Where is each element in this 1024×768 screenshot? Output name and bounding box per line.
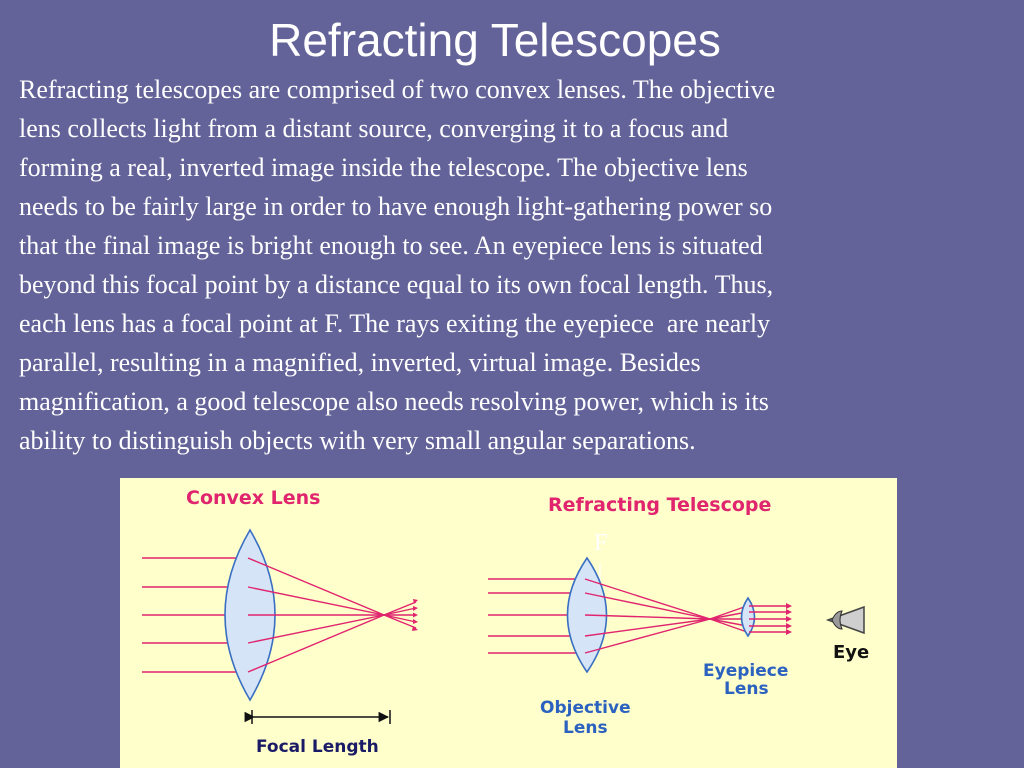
lens-diagram: Convex Lens — [142, 487, 869, 757]
focal-length-label: Focal Length — [256, 737, 379, 757]
slide-body-text: Refracting telescopes are comprised of t… — [19, 70, 1009, 460]
convex-lens-heading: Convex Lens — [186, 487, 321, 509]
eye-icon — [825, 605, 865, 635]
telescope-converging-rays — [584, 578, 748, 654]
focal-length-dimension — [244, 710, 391, 724]
body-line: magnification, a good telescope also nee… — [19, 387, 769, 416]
body-line: beyond this focal point by a distance eq… — [19, 270, 774, 299]
eyepiece-lens-label: Eyepiece Lens — [703, 661, 788, 699]
lens-diagram-figure: Convex Lens — [120, 478, 897, 768]
focal-point-marker: F — [594, 530, 607, 556]
eyepiece-ray-arrows — [786, 603, 792, 635]
objective-lens-label: Objective Lens — [540, 698, 631, 738]
eyepiece-parallel-rays — [749, 605, 788, 633]
body-line: Refracting telescopes are comprised of t… — [19, 75, 776, 104]
eyepiece-lens-label-line1: Eyepiece — [703, 661, 788, 681]
body-line: parallel, resulting in a magnified, inve… — [19, 348, 701, 377]
refracting-telescope-heading: Refracting Telescope — [548, 494, 771, 516]
eye-label: Eye — [833, 642, 869, 663]
body-line: each lens has a focal point at F. The ra… — [19, 309, 771, 338]
body-line: ability to distinguish objects with very… — [19, 426, 696, 455]
convex-lens-converging-rays — [247, 557, 417, 673]
body-line: lens collects light from a distant sourc… — [19, 114, 729, 143]
objective-lens-label-line1: Objective — [540, 698, 631, 718]
eyepiece-lens-label-line2: Lens — [724, 679, 769, 699]
body-line: that the final image is bright enough to… — [19, 231, 763, 260]
body-line: needs to be fairly large in order to hav… — [19, 192, 773, 221]
convex-lens-ray-arrows — [412, 599, 418, 631]
body-line: forming a real, inverted image inside th… — [19, 153, 748, 182]
objective-lens-label-line2: Lens — [563, 718, 608, 738]
slide-title: Refracting Telescopes — [269, 14, 721, 66]
